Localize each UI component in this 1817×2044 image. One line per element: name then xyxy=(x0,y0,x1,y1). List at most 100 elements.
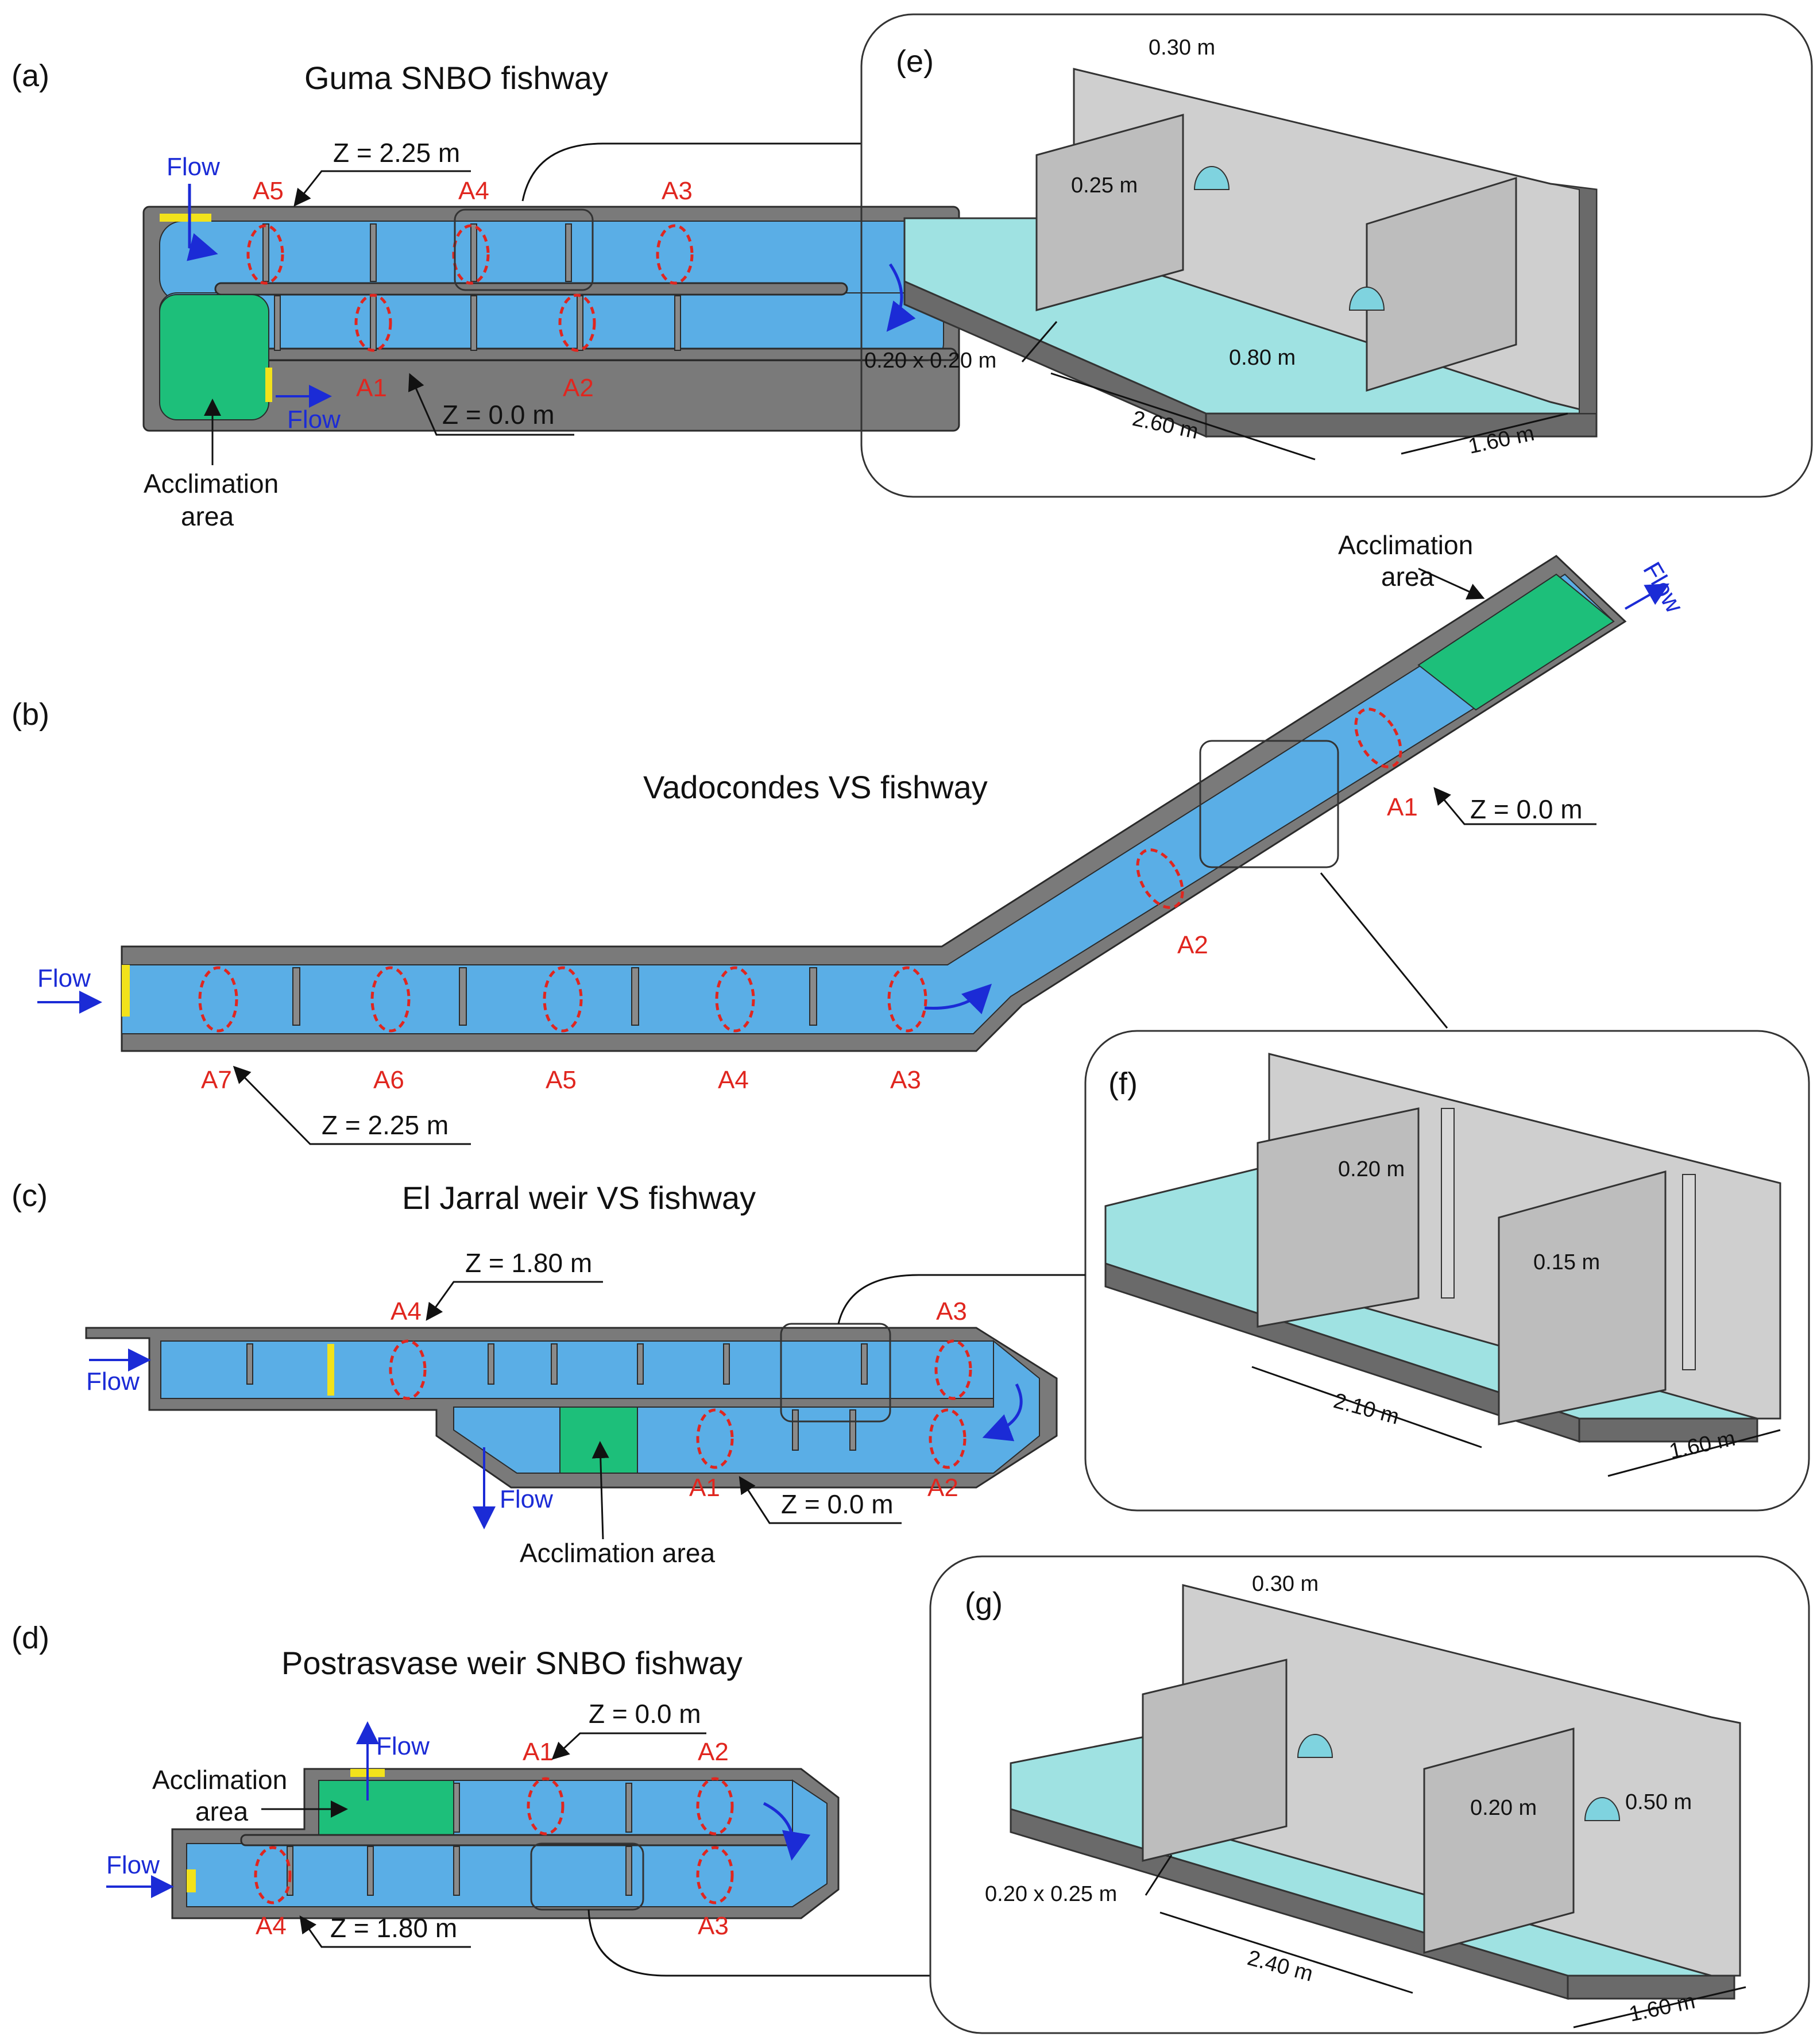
panel-a-pool-ring-a1 xyxy=(354,293,392,352)
panel-a-pool-ring-a3 xyxy=(656,224,694,285)
panel-d-detail-box xyxy=(530,1842,644,1911)
panel-a-flow-in-label: Flow xyxy=(167,153,220,181)
panel-d-title: Postrasvase weir SNBO fishway xyxy=(281,1645,743,1681)
panel-b-channel xyxy=(121,573,1615,1034)
panel-g-dim-0-20x0-25: 0.20 x 0.25 m xyxy=(985,1882,1117,1906)
panel-d-pool-ring-a1 xyxy=(527,1777,565,1836)
panel-b-gate xyxy=(122,965,130,1017)
panel-d-acclimation-area xyxy=(318,1780,454,1836)
panel-a-pool-a4: A4 xyxy=(458,177,489,205)
panel-a-pool-a1: A1 xyxy=(356,374,387,402)
panel-c-z-bottom: Z = 0.0 m xyxy=(781,1489,894,1519)
panel-g: (g) 0.30 m 0.20 m 0.50 m 0.20 x 0.25 m 2… xyxy=(929,1555,1810,2034)
panel-g-dim-2-40: 2.40 m xyxy=(1245,1946,1316,1987)
panel-c-pool-ring-a2 xyxy=(929,1408,967,1469)
panel-c-gate xyxy=(327,1344,334,1396)
panel-d-entrance-gate xyxy=(187,1869,196,1892)
panel-a-flow-in-arrow xyxy=(187,184,218,261)
panel-a-z-bottom-leader xyxy=(408,373,574,436)
panel-d-pool-ring-a3 xyxy=(696,1846,734,1904)
panel-a-gate xyxy=(160,214,211,222)
panel-d-pool-ring-a2 xyxy=(696,1777,734,1836)
panel-b-pool-a2: A2 xyxy=(1177,931,1208,959)
panel-a-pool-ring-a4 xyxy=(452,224,490,285)
panel-e: (e) 0.30 m 0.25 m 0.20 x 0.20 m 0.80 m 2… xyxy=(860,13,1813,498)
panel-b-pool-a3: A3 xyxy=(890,1066,921,1094)
panel-b-title: Vadocondes VS fishway xyxy=(643,769,988,805)
panel-a: (a) Guma SNBO fishway A5 A4 A3 A1 A2 xyxy=(11,59,960,531)
panel-a-z-top: Z = 2.25 m xyxy=(333,138,460,168)
panel-b-pool-a1: A1 xyxy=(1387,793,1418,821)
panel-b-pool-ring-a6 xyxy=(370,966,411,1033)
panel-b-baffles xyxy=(292,967,817,1026)
panel-a-baffles xyxy=(262,223,681,351)
panel-c-flow-in-label: Flow xyxy=(86,1367,140,1396)
panel-g-baffle-1 xyxy=(1142,1659,1288,1862)
panel-c-title: El Jarral weir VS fishway xyxy=(402,1180,756,1216)
panel-a-divider-lower xyxy=(214,347,957,361)
panel-b-acclimation-line1: Acclimation xyxy=(1338,530,1473,560)
panel-b-pool-ring-a5 xyxy=(543,966,583,1033)
panel-b-z-bottom: Z = 2.25 m xyxy=(322,1110,449,1140)
panel-b-pool-a5: A5 xyxy=(546,1066,577,1094)
panel-b-letter: (b) xyxy=(11,697,49,732)
panel-a-letter: (a) xyxy=(11,59,49,93)
panel-c-acclimation: Acclimation area xyxy=(520,1538,715,1568)
panel-b-pool-ring-a4 xyxy=(715,966,755,1033)
panel-a-title: Guma SNBO fishway xyxy=(304,60,608,96)
panel-c-flow-out-label: Flow xyxy=(500,1485,553,1513)
panel-g-dim-0-50: 0.50 m xyxy=(1625,1790,1692,1814)
panel-d-divider xyxy=(240,1834,794,1846)
panel-a-acclimation-area xyxy=(159,294,269,420)
panel-f-baffle-1 xyxy=(1257,1107,1420,1328)
panel-c-pool-ring-a3 xyxy=(934,1339,972,1400)
panel-b-pool-ring-a7 xyxy=(198,966,238,1033)
panel-d-flow-in-label: Flow xyxy=(106,1851,160,1879)
panel-g-baffle-2 xyxy=(1423,1728,1575,1954)
panel-g-letter: (g) xyxy=(965,1586,1003,1621)
panel-c-pool-ring-a1 xyxy=(696,1408,734,1469)
panel-a-detail-link xyxy=(521,142,861,202)
panel-c-baffles xyxy=(246,1343,868,1451)
panel-d-z-bottom: Z = 1.80 m xyxy=(330,1913,457,1943)
panel-f-letter: (f) xyxy=(1108,1067,1138,1101)
panel-a-pool-ring-a5 xyxy=(246,224,284,285)
panel-c-pool-a1: A1 xyxy=(689,1474,720,1502)
panel-d-acclimation-line1: Acclimation xyxy=(152,1765,287,1795)
panel-d-pool-a2: A2 xyxy=(698,1738,729,1766)
panel-d-letter: (d) xyxy=(11,1621,49,1655)
panel-c-z-top: Z = 1.80 m xyxy=(465,1248,592,1278)
panel-d-pool-ring-a4 xyxy=(254,1846,292,1904)
panel-c-pool-a4: A4 xyxy=(391,1297,422,1326)
panel-a-z-bottom: Z = 0.0 m xyxy=(442,400,555,430)
panel-b-pool-ring-a2 xyxy=(1136,848,1184,909)
panel-e-dim-0-80: 0.80 m xyxy=(1229,346,1296,370)
panel-e-baffle-2 xyxy=(1366,176,1517,392)
panel-b-pool-ring-a3 xyxy=(887,966,927,1033)
panel-c-pool-ring-a4 xyxy=(389,1339,427,1400)
panel-e-baffle-1 xyxy=(1035,114,1184,311)
panel-b-pool-a4: A4 xyxy=(718,1066,749,1094)
panel-d-pool-a3: A3 xyxy=(698,1912,729,1940)
panel-f-dim-2-10: 2.10 m xyxy=(1331,1389,1402,1429)
panel-b-pool-ring-a1 xyxy=(1354,708,1402,768)
panel-a-divider xyxy=(214,282,848,296)
panel-a-flow-out-label: Flow xyxy=(287,405,341,434)
panel-a-pool-a2: A2 xyxy=(563,374,594,402)
panel-g-dim-0-20: 0.20 m xyxy=(1470,1796,1537,1820)
panel-g-frame xyxy=(929,1555,1810,2034)
panel-f-dim-0-20: 0.20 m xyxy=(1338,1157,1405,1181)
panel-f: (f) 0.20 m 0.15 m 2.10 m 1.60 m xyxy=(1084,1030,1810,1512)
panel-a-acclimation-line2: area xyxy=(181,501,234,531)
panel-a-exit-gate xyxy=(265,368,272,402)
panel-e-dim-0-25: 0.25 m xyxy=(1071,173,1138,198)
panel-e-letter: (e) xyxy=(896,44,934,79)
panel-b-acclimation-area xyxy=(1417,573,1615,711)
panel-c-pool-a3: A3 xyxy=(936,1297,967,1326)
panel-e-dim-0-30: 0.30 m xyxy=(1149,36,1215,60)
panel-c-upper-channel xyxy=(160,1340,994,1399)
panel-a-acclimation-line1: Acclimation xyxy=(144,469,279,499)
panel-b-z-top: Z = 0.0 m xyxy=(1470,794,1583,824)
panel-e-frame xyxy=(860,13,1813,498)
panel-c-pool-a2: A2 xyxy=(927,1474,958,1502)
